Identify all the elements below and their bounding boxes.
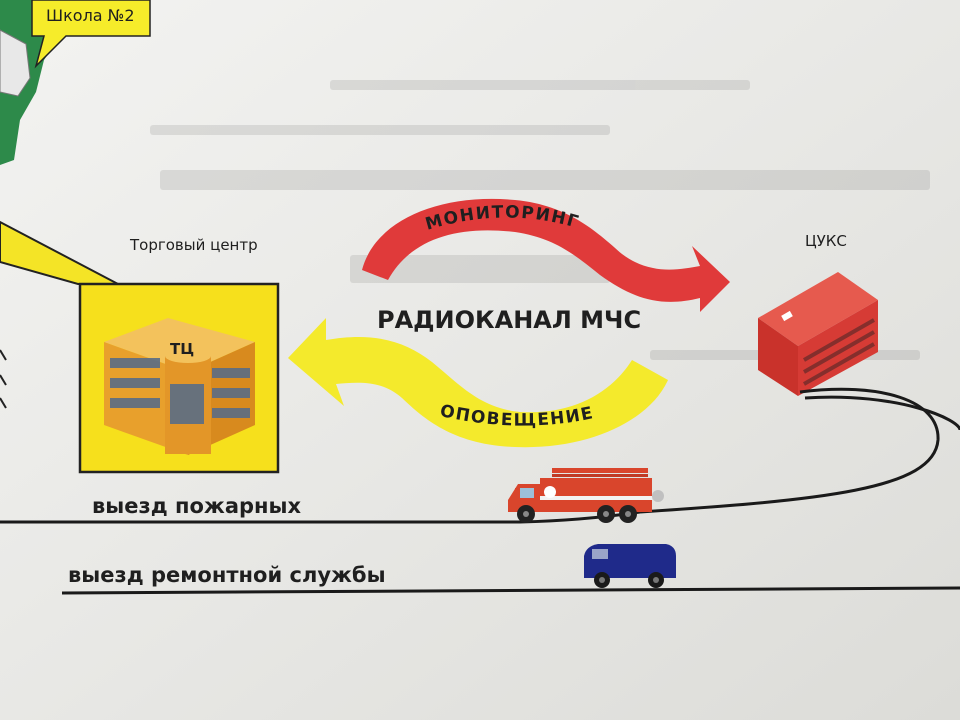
fire-truck bbox=[508, 468, 664, 523]
mall-building-label: ТЦ bbox=[170, 340, 195, 358]
callout-bubble bbox=[31, 0, 151, 69]
cable-line-2 bbox=[804, 395, 960, 431]
callout-text: Школа №2 bbox=[46, 6, 135, 25]
control-center-building bbox=[758, 272, 878, 396]
edge-marks bbox=[0, 349, 7, 409]
mall-caption: Торговый центр bbox=[130, 236, 258, 254]
repair-route-line bbox=[61, 586, 960, 595]
yellow-road bbox=[0, 220, 119, 285]
alert-arrow bbox=[288, 318, 668, 448]
fire-route-label: выезд пожарных bbox=[92, 494, 302, 518]
cable-line bbox=[639, 387, 940, 514]
channel-title: РАДИОКАНАЛ МЧС bbox=[377, 306, 642, 334]
repair-route-label: выезд ремонтной службы bbox=[68, 563, 386, 587]
monitoring-arrow bbox=[362, 198, 730, 312]
repair-van bbox=[584, 544, 676, 588]
center-caption: ЦУКС bbox=[805, 232, 847, 250]
mall-building bbox=[104, 318, 255, 455]
